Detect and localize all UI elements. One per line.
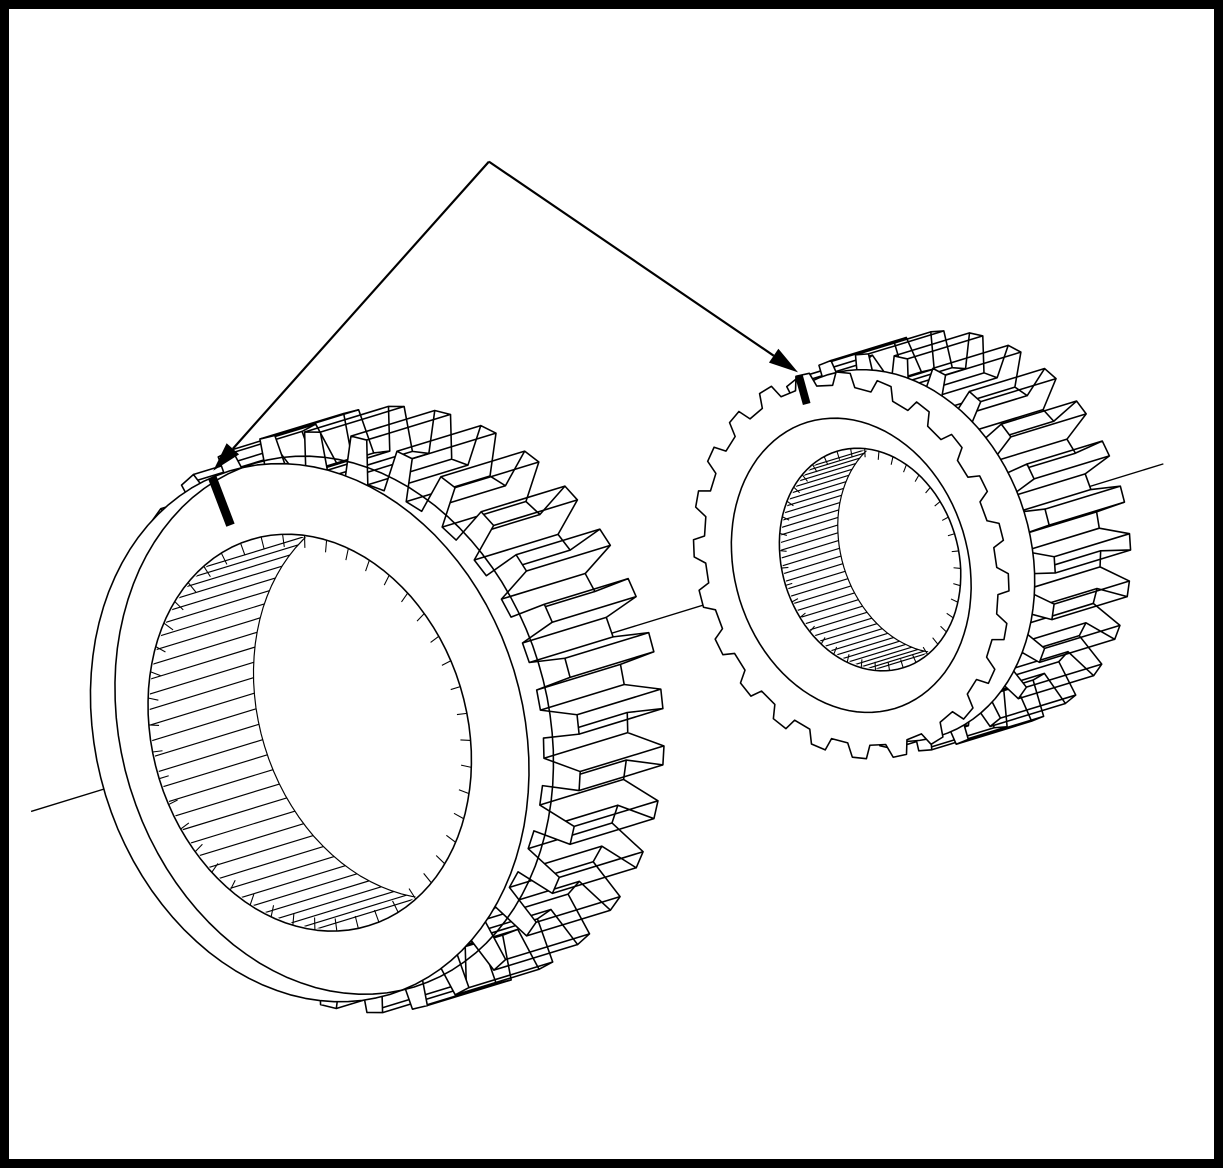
gear-bore-edge xyxy=(778,447,962,672)
internal-splines xyxy=(149,536,470,930)
alignment-mark-left-gear xyxy=(208,475,235,527)
leader-arrows xyxy=(213,160,799,471)
gear-alignment-diagram xyxy=(30,160,1164,1014)
flange-inner-edge xyxy=(730,417,972,714)
arrowhead-left-icon xyxy=(213,443,240,471)
internal-splines xyxy=(780,450,960,669)
leader-line-left xyxy=(232,160,490,450)
leader-line-right xyxy=(488,160,775,357)
gear-rim-band-edge xyxy=(114,455,555,995)
bore-back-edge xyxy=(252,536,470,900)
bore-back-edge xyxy=(837,450,960,654)
left-gear xyxy=(89,405,665,1014)
alignment-mark-right-gear xyxy=(795,374,811,406)
arrowhead-right-icon xyxy=(768,348,799,373)
right-gear xyxy=(692,330,1132,760)
